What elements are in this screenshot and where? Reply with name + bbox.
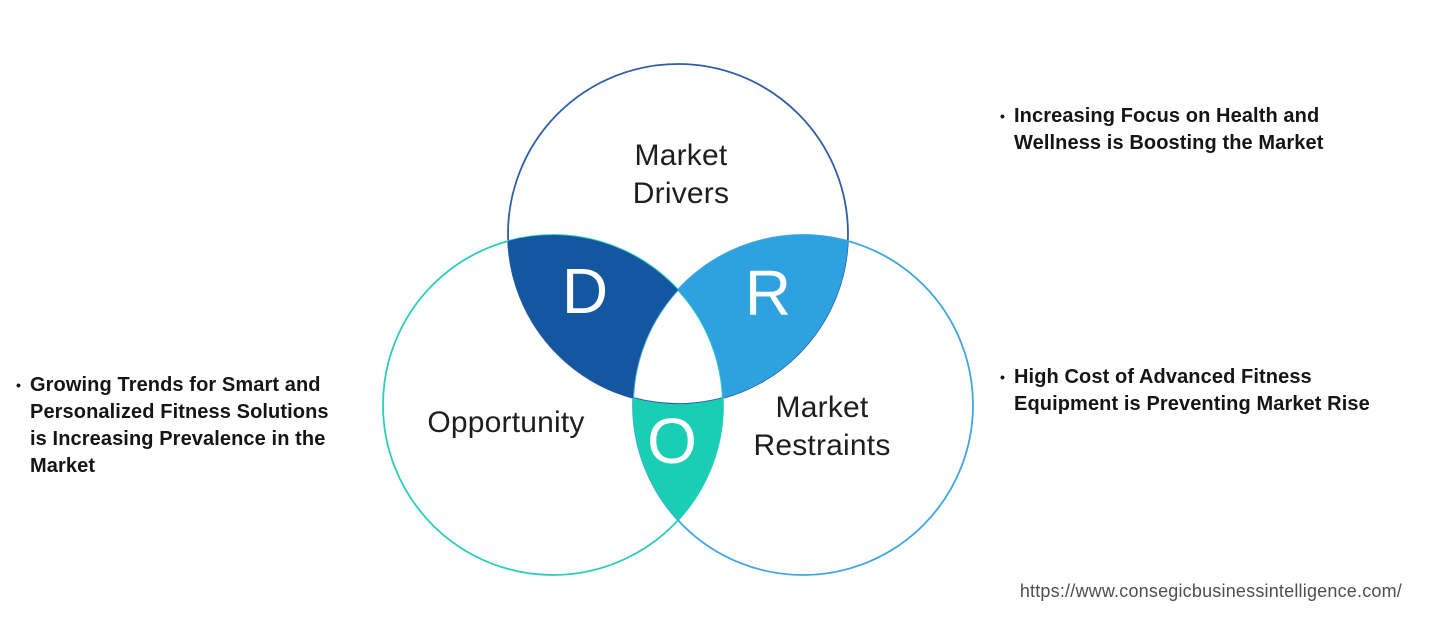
- region-letter-r: R: [744, 257, 792, 329]
- restraints-bullet: • High Cost of Advanced Fitness Equipmen…: [1000, 364, 1370, 418]
- opportunity-label: Opportunity: [427, 404, 584, 442]
- bullet-dot-icon: •: [16, 377, 22, 393]
- market-drivers-label-line2: Drivers: [632, 177, 730, 210]
- opportunity-bullet: • Growing Trends for Smart and Personali…: [16, 372, 329, 480]
- restraints-bullet-line2: Equipment is Preventing Market Rise: [1014, 393, 1370, 415]
- drivers-restraints-overlap: [678, 234, 848, 398]
- market-restraints-label-line1: Market: [775, 391, 869, 424]
- drivers-bullet: • Increasing Focus on Health and Wellnes…: [1000, 103, 1323, 157]
- bullet-dot-icon: •: [1000, 369, 1006, 385]
- market-drivers-label: Market Drivers: [633, 137, 729, 213]
- source-url: https://www.consegicbusinessintelligence…: [1019, 581, 1402, 601]
- opportunity-bullet-text: Growing Trends for Smart and Personalize…: [30, 372, 329, 480]
- market-drivers-label-line1: Market: [634, 139, 728, 172]
- restraints-bullet-line1: High Cost of Advanced Fitness: [1014, 366, 1312, 388]
- market-drivers-circle: [507, 63, 849, 405]
- market-restraints-label: Market Restraints: [753, 389, 890, 465]
- market-restraints-label-line2: Restraints: [753, 429, 891, 462]
- region-letter-d: D: [561, 255, 609, 327]
- drivers-bullet-line1: Increasing Focus on Health and: [1014, 105, 1320, 127]
- opportunity-restraints-overlap: [632, 398, 724, 520]
- opportunity-bullet-line1: Growing Trends for Smart and: [30, 374, 321, 396]
- region-letter-o: O: [647, 405, 697, 477]
- opportunity-bullet-line2: Personalized Fitness Solutions: [30, 401, 329, 423]
- opportunity-label-line1: Opportunity: [427, 406, 585, 439]
- restraints-bullet-text: High Cost of Advanced Fitness Equipment …: [1014, 364, 1370, 418]
- opportunity-bullet-line4: Market: [30, 455, 96, 477]
- drivers-bullet-text: Increasing Focus on Health and Wellness …: [1014, 103, 1323, 157]
- opportunity-bullet-line3: is Increasing Prevalence in the: [30, 428, 326, 450]
- bullet-dot-icon: •: [1000, 108, 1006, 124]
- drivers-bullet-line2: Wellness is Boosting the Market: [1014, 132, 1324, 154]
- drivers-opportunity-overlap: [508, 234, 678, 398]
